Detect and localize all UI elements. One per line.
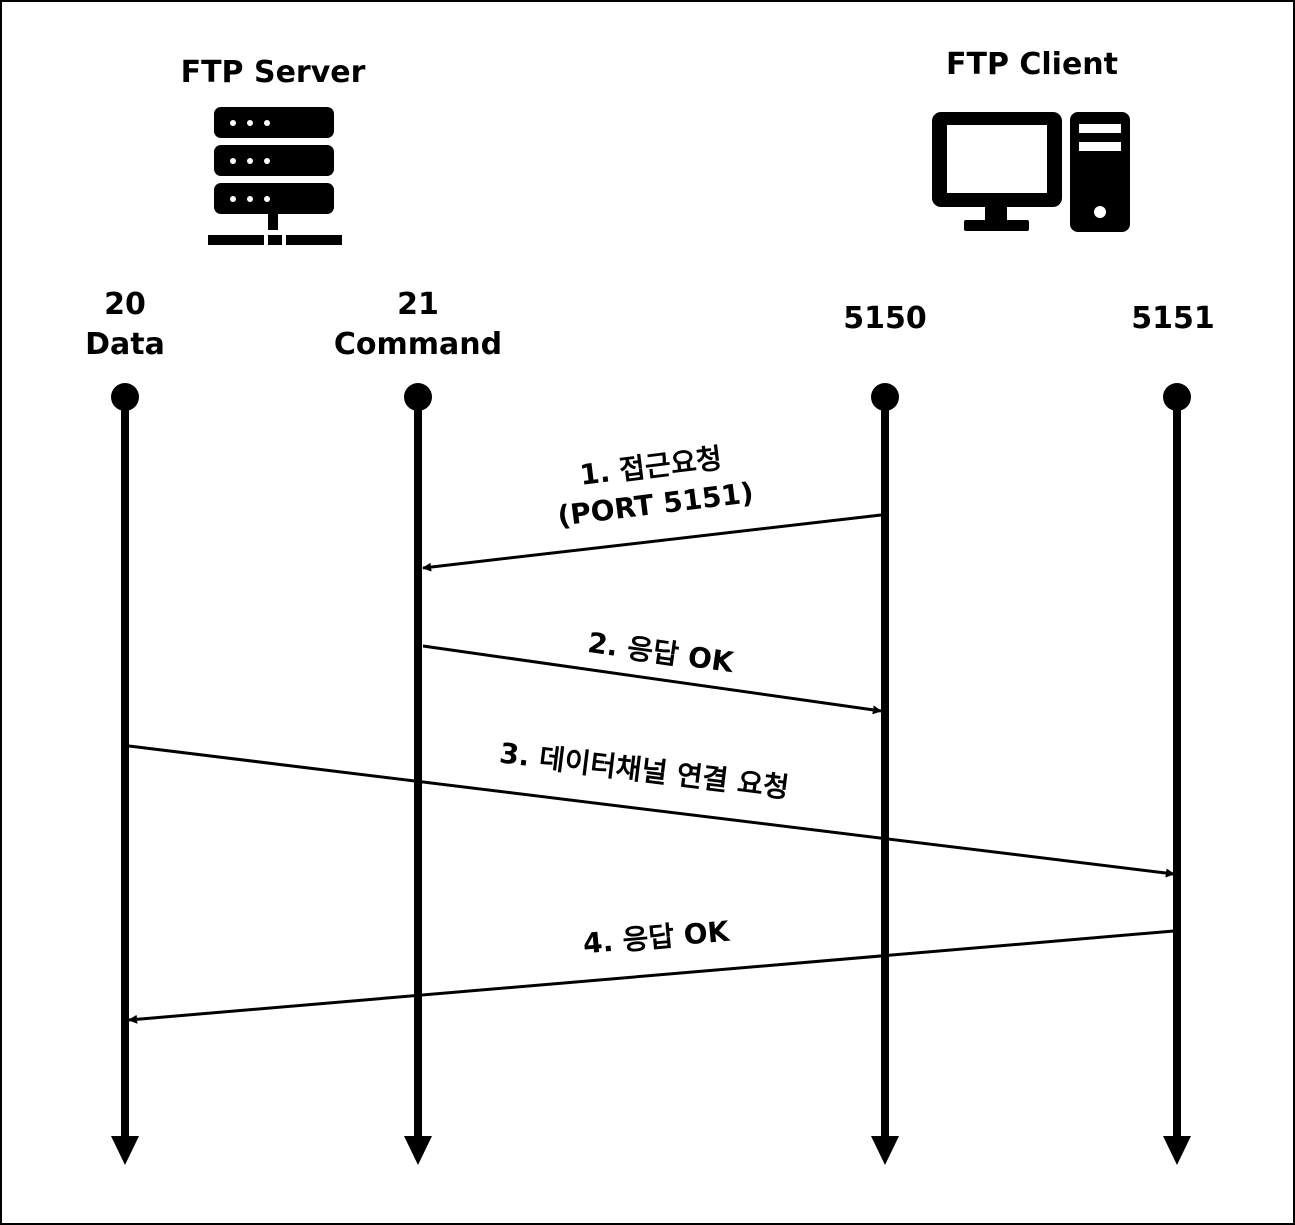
lifeline-port-21: 21	[397, 287, 439, 322]
message-1-arrow	[422, 513, 882, 572]
message-3-label: 3. 데이터채널 연결 요청	[498, 736, 791, 804]
message-3-arrow	[128, 744, 1175, 878]
lifeline-role-command: Command	[334, 327, 502, 362]
lifeline-client-5151	[1163, 383, 1191, 1165]
lifeline-role-data: Data	[85, 327, 165, 362]
message-3-line-1: 3. 데이터채널 연결 요청	[498, 736, 791, 804]
message-4-arrow	[128, 929, 1175, 1024]
lifeline-port-5150: 5150	[843, 301, 927, 336]
server-title: FTP Server	[181, 55, 366, 90]
message-2-arrow	[422, 644, 882, 715]
desktop-computer-icon	[932, 112, 1130, 232]
lifeline-client-5150	[871, 383, 899, 1165]
message-1-label: 1. 접근요청 (PORT 5151)	[556, 442, 756, 533]
message-4-label: 4. 응답 OK	[582, 915, 732, 961]
message-4-line-1: 4. 응답 OK	[582, 915, 732, 961]
lifeline-port-5151: 5151	[1131, 301, 1215, 336]
client-title: FTP Client	[946, 47, 1118, 82]
lifeline-data	[111, 383, 139, 1165]
server-icon	[208, 107, 342, 245]
lifeline-command	[404, 383, 432, 1165]
lifeline-port-20: 20	[104, 287, 146, 322]
